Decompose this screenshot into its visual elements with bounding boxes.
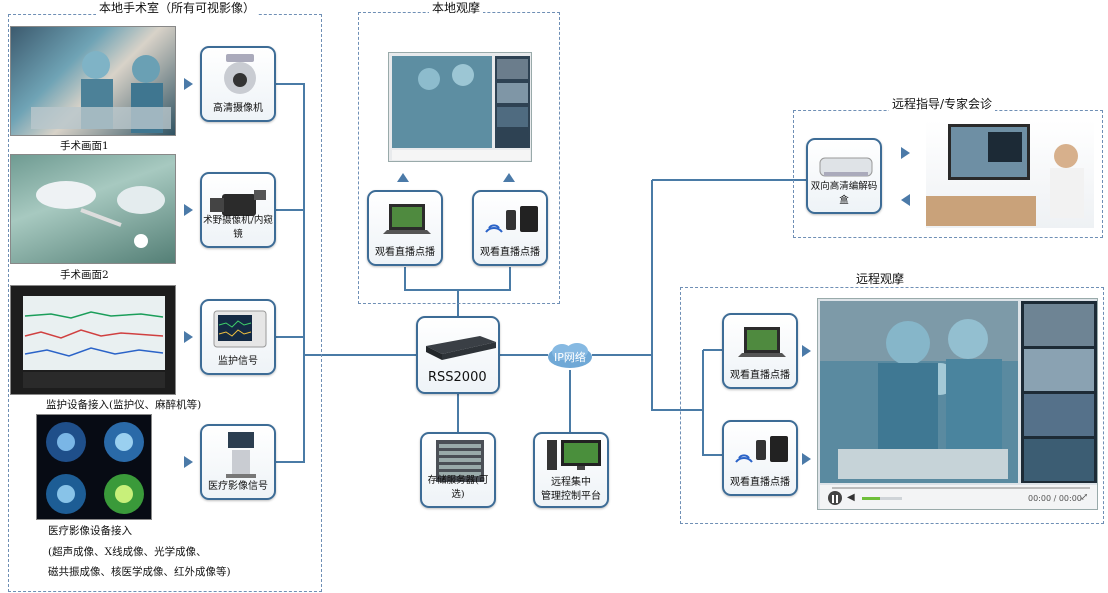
player-video-illustration [392,56,530,160]
local-laptop-card: 观看直播点播 [367,190,443,266]
video-camera-icon [210,190,266,216]
rss2000-server-card: RSS2000 [416,316,500,394]
mobile-devices-icon [735,436,788,463]
arrow-right-icon [184,456,193,468]
hd-camera-label: 高清摄像机 [213,103,263,114]
cloud-icon [548,343,592,368]
region-local-or-title: 本地手术室（所有可视影像） [96,0,259,16]
local-mobile-label: 观看直播点播 [480,247,540,258]
remote-player-window[interactable]: ◀ 00:00 / 00:00 ⤢ [817,298,1098,510]
label-surgery-1: 手术画面1 [60,140,109,152]
consultation-illustration [926,124,1084,226]
label-imaging: 医疗影像设备接入 [48,525,132,537]
imaging-signal-card: 医疗影像信号 [200,424,276,500]
arrow-right-icon [802,345,811,357]
label-surgery-2: 手术画面2 [60,269,109,281]
label-imaging-note-1: (超声成像、X线成像、光学成像、 [48,546,207,558]
remote-mobile-card: 观看直播点播 [722,420,798,496]
monitor-signal-card: 监护信号 [200,299,276,375]
monitor-signal-label: 监护信号 [218,356,258,367]
region-remote-view [680,287,1104,524]
dome-camera-icon [224,54,256,94]
expert-consultation-photo [926,120,1094,228]
remote-laptop-card: 观看直播点播 [722,313,798,389]
remote-player-video-illustration [820,301,1097,509]
remote-laptop-label: 观看直播点播 [730,370,790,381]
region-remote-guide-title: 远程指导/专家会诊 [889,95,996,112]
laptop-icon [738,327,786,357]
arrow-up-icon [503,173,515,182]
field-camera-card: 术野摄像机/内窥镜 [200,172,276,248]
time-display: 00:00 / 00:00 [1028,494,1082,503]
imaging-cart-icon [226,432,256,478]
arrow-right-icon [802,453,811,465]
seek-bar[interactable] [832,487,1090,489]
surgery-photo-1 [10,26,176,136]
surgery-photo-2 [10,154,176,264]
ip-network-label: IP网络 [554,351,586,364]
scan-images-illustration [46,422,144,514]
remote-mobile-label: 观看直播点播 [730,477,790,488]
fullscreen-icon[interactable]: ⤢ [1080,492,1089,503]
codec-card: 双向高清编解码盒 [806,138,882,214]
arrow-right-icon [901,147,910,159]
arrow-right-icon [184,204,193,216]
server-box-icon [426,336,496,360]
play-pause-button[interactable] [828,491,842,505]
field-camera-label: 术野摄像机/内窥镜 [203,215,273,240]
volume-icon[interactable]: ◀ [847,492,855,503]
server-label: RSS2000 [428,370,487,385]
arrow-up-icon [397,173,409,182]
management-label-1: 远程集中 [551,477,591,488]
arrow-right-icon [184,331,193,343]
local-laptop-label: 观看直播点播 [375,247,435,258]
codec-box-icon [819,157,873,177]
surgeons-illustration [31,51,171,133]
imaging-signal-label: 医疗影像信号 [208,481,268,492]
codec-label: 双向高清编解码盒 [810,181,878,206]
arrow-right-icon [184,78,193,90]
monitor-screen-illustration [23,296,165,388]
volume-slider[interactable] [862,497,902,500]
imaging-photo [36,414,152,520]
storage-label: 存储服务器(可选) [427,475,489,500]
local-mobile-card: 观看直播点播 [472,190,548,266]
patient-monitor-icon [213,310,267,348]
region-local-view-title: 本地观摩 [429,0,484,16]
desktop-computer-icon [547,440,601,470]
hd-camera-card: 高清摄像机 [200,46,276,122]
label-monitor: 监护设备接入(监护仪、麻醉机等) [46,399,202,411]
storage-rack-icon [436,440,484,482]
ip-network-cloud: IP网络 [546,341,594,371]
pause-icon [832,495,838,503]
storage-server-card: 存储服务器(可选) [420,432,496,508]
mobile-devices-icon [485,206,538,233]
region-remote-view-title: 远程观摩 [853,270,908,287]
arrow-left-icon [901,194,910,206]
local-player-window[interactable] [388,52,532,162]
management-platform-card: 远程集中 管理控制平台 [533,432,609,508]
label-imaging-note-2: 磁共振成像、核医学成像、红外成像等) [48,566,231,578]
laptop-icon [383,204,431,234]
volume-slider-fill [862,497,880,500]
management-label-2: 管理控制平台 [541,491,601,502]
monitor-photo [10,285,176,395]
gloved-hands-illustration [36,181,165,248]
